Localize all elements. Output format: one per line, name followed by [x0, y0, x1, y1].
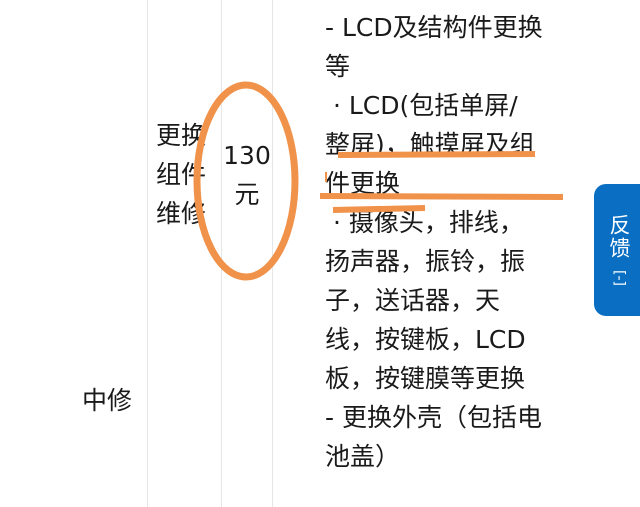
description-line: 线，按键板，LCD [325, 325, 526, 354]
feedback-button[interactable]: 反馈 [-] [594, 184, 640, 316]
underline-annotation [332, 205, 426, 213]
description-line: 池盖） [325, 442, 401, 471]
category-cell: 中修 [82, 386, 133, 415]
price-unit: 元 [234, 180, 260, 209]
underline-annotation [319, 193, 564, 200]
description-line: 板，按键膜等更换 [325, 364, 526, 393]
description-line: - LCD及结构件更换 [325, 13, 543, 42]
description-line: 子，送话器，天 [325, 286, 501, 315]
underline-annotation [337, 151, 536, 158]
description-line: - 更换外壳（包括电 [325, 403, 542, 432]
description-line: · 摄像头，排线， [325, 208, 524, 237]
feedback-label: 反馈 [607, 214, 631, 260]
description-line: · LCD(包括单屏/ [325, 91, 518, 120]
description-cell: - LCD及结构件更换 等 · LCD(包括单屏/ 整屏)，触摸屏及组 件更换 … [325, 8, 543, 476]
description-line: 扬声器，振铃，振 [325, 247, 526, 276]
column-divider [272, 0, 273, 507]
description-line: 等 [325, 52, 351, 81]
column-divider [147, 0, 148, 507]
price-circle-annotation [193, 81, 299, 281]
column-divider [221, 0, 222, 507]
price-cell: 130 元 [222, 136, 272, 214]
feedback-icon: [-] [610, 270, 627, 286]
price-value: 130 [223, 141, 271, 170]
